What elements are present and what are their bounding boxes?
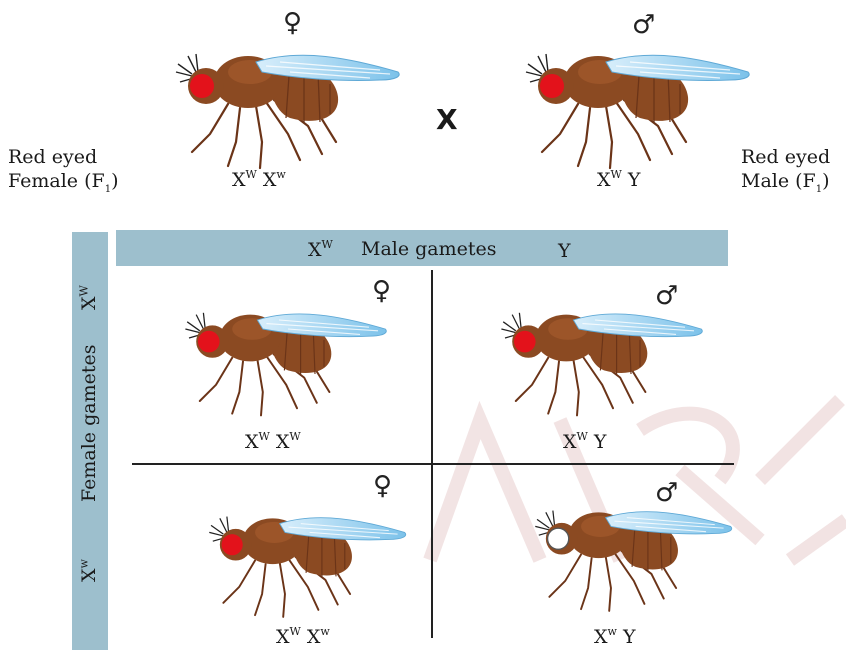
fly-offspring-4-white-eye-icon (534, 509, 733, 612)
fly-offspring-3-icon (208, 515, 407, 618)
offspring-1-genotype: XW XW (245, 429, 301, 453)
offspring-2-genotype: XW Y (563, 429, 607, 453)
offspring-4-genotype: Xw Y (594, 624, 636, 648)
male-symbol-parent: ♂ (632, 10, 656, 40)
parent-male-genotype: XW Y (597, 167, 641, 191)
fly-male-parent-icon (524, 52, 751, 170)
offspring-3-genotype: XW Xw (276, 624, 330, 648)
male-symbol-cell-4: ♂ (655, 478, 679, 508)
fly-offspring-2-icon (500, 311, 704, 417)
female-symbol-parent: ♀ (283, 8, 303, 38)
parent-female-label: Red eyed Female (F1) (8, 146, 119, 195)
parent-female-genotype: XW Xw (232, 167, 286, 191)
cross-symbol: X (436, 103, 458, 136)
female-gametes-label: Female gametes (78, 344, 100, 502)
female-symbol-cell-3: ♀ (373, 471, 393, 501)
grid-horizontal-line (132, 463, 734, 465)
fly-offspring-1-icon (184, 311, 388, 417)
female-gamete-1: XW (77, 285, 100, 310)
female-gametes-bar (72, 232, 108, 650)
female-gamete-2: Xw (77, 559, 100, 582)
female-symbol-cell-1: ♀ (372, 276, 392, 306)
male-gamete-1: XW (308, 237, 333, 261)
male-gamete-2: Y (558, 240, 571, 262)
male-gametes-label: Male gametes (361, 238, 497, 260)
male-gametes-bar (116, 230, 728, 266)
parent-male-label: Red eyed Male (F1) (741, 146, 831, 195)
male-symbol-cell-2: ♂ (655, 281, 679, 311)
fly-female-parent-icon (174, 52, 401, 170)
grid-vertical-line (431, 270, 433, 638)
